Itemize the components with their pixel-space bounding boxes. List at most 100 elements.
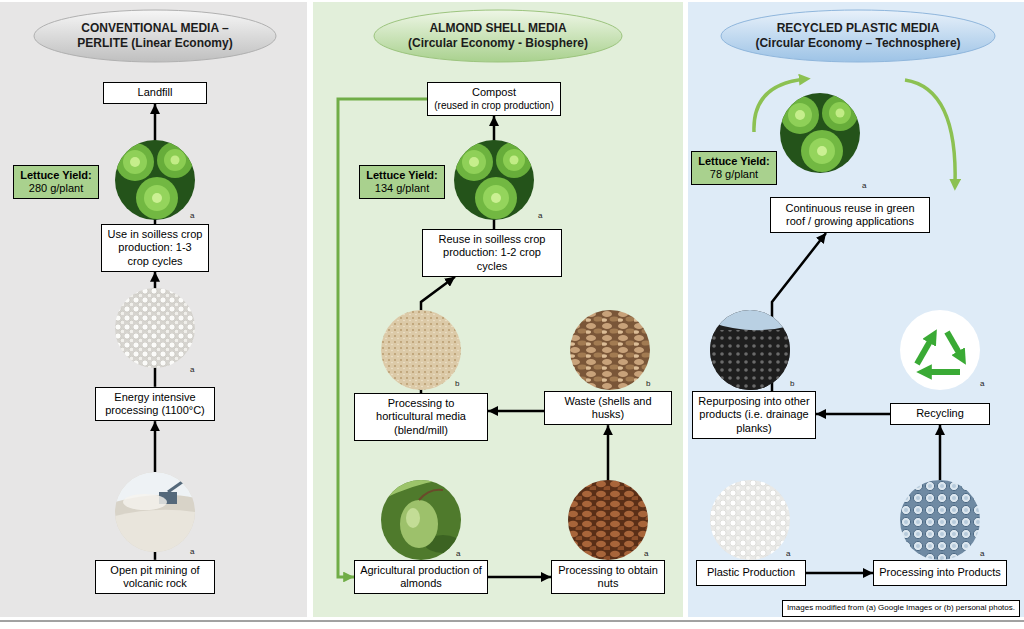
yield-value: 78 g/plant (710, 168, 758, 181)
lettuce-photo (115, 140, 195, 220)
almond-photo-part (406, 508, 420, 528)
box-text: Compost (472, 86, 516, 99)
process-box: Reuse in soilless crop production: 1-2 c… (422, 229, 562, 277)
almond-photo-part (400, 500, 438, 548)
process-box: Recycling (890, 403, 990, 425)
source-note: Images modified from (a) Google Images o… (787, 603, 1015, 613)
process-box: Processing to obtain nuts (551, 560, 665, 594)
shell-waste-photo-part (570, 310, 650, 390)
box-text: Recycling (916, 407, 964, 420)
image-source-letter: a (980, 550, 984, 558)
recycle-symbol-part (917, 336, 933, 364)
bottle-photo-part (900, 480, 980, 560)
milled-shell-photo (381, 310, 461, 390)
box-text: Processing to obtain nuts (557, 564, 659, 590)
flow-arrow (816, 413, 890, 416)
box-text: Plastic Production (707, 566, 795, 579)
perlite-photo-part (115, 288, 195, 368)
box-text: Processing into Products (879, 566, 1001, 579)
mining-photo-part (123, 494, 167, 510)
yield-value: 134 g/plant (375, 182, 429, 195)
box-text: Agricultural production of almonds (360, 564, 482, 590)
yield-box: Lettuce Yield:134 g/plant (359, 165, 445, 199)
image-source-letter: a (456, 550, 460, 558)
image-source-letter: a (786, 550, 790, 558)
media-panel: RECYCLED PLASTIC MEDIA (Circular Economy… (688, 2, 1024, 617)
drainage-plank-photo (710, 310, 790, 390)
shell-waste-photo (570, 310, 650, 390)
heading-ellipse-outline (34, 10, 276, 62)
image-source-letter: a (538, 212, 542, 220)
reuse-loop-arrow (905, 80, 955, 186)
mining-photo (115, 472, 195, 552)
bottom-rule (0, 621, 1024, 622)
source-note-box: Images modified from (a) Google Images o… (782, 600, 1020, 617)
recycle-symbol-part (924, 369, 960, 375)
yield-label: Lettuce Yield: (20, 169, 92, 182)
image-source-letter: a (644, 550, 648, 558)
lettuce-photo (780, 93, 860, 173)
process-box: Repurposing into other products (i.e. dr… (692, 391, 816, 439)
flow-arrow (488, 410, 544, 413)
process-box: Continuous reuse in green roof / growing… (770, 197, 930, 233)
recycle-symbol-part (900, 310, 980, 390)
panel-heading: ALMOND SHELL MEDIA (Circular Economy - B… (405, 21, 591, 51)
mining-photo-part (115, 472, 195, 552)
yield-box: Lettuce Yield:280 g/plant (13, 165, 99, 199)
heading-ellipse: CONVENTIONAL MEDIA – PERLITE (Linear Eco… (33, 9, 277, 63)
perlite-panel-ground (0, 2, 307, 617)
box-text: Processing to horticultural media (blend… (360, 397, 482, 437)
process-box: Agricultural production of almonds (354, 560, 488, 594)
image-source-letter: b (455, 380, 459, 388)
lettuce-photo (454, 140, 534, 220)
box-text: Open pit mining of volcanic rock (101, 564, 209, 590)
panel-heading: RECYCLED PLASTIC MEDIA (Circular Economy… (752, 21, 964, 51)
heading-ellipse-outline (374, 10, 622, 62)
box-text: Use in soilless crop production: 1-3 cro… (107, 228, 203, 268)
yield-value: 280 g/plant (29, 182, 83, 195)
image-source-letter: a (980, 380, 984, 388)
flow-arrow (806, 572, 873, 575)
process-box: Compost(reused in crop production) (427, 82, 561, 116)
process-box: Open pit mining of volcanic rock (95, 560, 215, 594)
media-panel: ALMOND SHELL MEDIA (Circular Economy - B… (313, 2, 683, 617)
box-text: Landfill (138, 86, 173, 99)
mining-photo-part (168, 480, 185, 492)
panel-heading: CONVENTIONAL MEDIA – PERLITE (Linear Eco… (65, 21, 245, 51)
nut-photo (568, 480, 648, 560)
bottle-photo (900, 480, 980, 560)
recycle-symbol-part (947, 332, 962, 358)
drainage-plank-photo-part (710, 330, 790, 390)
process-box: Processing to horticultural media (blend… (354, 393, 488, 441)
image-source-letter: b (790, 380, 794, 388)
heading-ellipse: ALMOND SHELL MEDIA (Circular Economy - B… (373, 9, 623, 63)
yield-box: Lettuce Yield:78 g/plant (691, 151, 777, 185)
perlite-photo (115, 288, 195, 368)
almond-photo-part (381, 480, 461, 560)
plastic-panel-ground (688, 2, 1024, 617)
milled-shell-photo-part (381, 310, 461, 390)
reuse-loop-arrow (754, 79, 806, 132)
heading-ellipse-outline (721, 10, 995, 62)
media-panel: CONVENTIONAL MEDIA – PERLITE (Linear Eco… (0, 2, 307, 617)
process-box: Energy intensive processing (1100°C) (95, 387, 215, 421)
drainage-plank-photo-part (710, 310, 790, 330)
image-source-letter: b (646, 380, 650, 388)
image-source-letter: a (190, 212, 194, 220)
heading-ellipse: RECYCLED PLASTIC MEDIA (Circular Economy… (720, 9, 996, 63)
drainage-plank-photo-part (710, 310, 790, 390)
box-text: Continuous reuse in green roof / growing… (776, 202, 924, 228)
recycle-symbol (900, 310, 980, 390)
process-box: Plastic Production (696, 560, 806, 586)
box-text: Repurposing into other products (i.e. dr… (698, 395, 810, 435)
yield-label: Lettuce Yield: (698, 155, 770, 168)
image-source-letter: a (190, 366, 194, 374)
image-source-letter: a (862, 182, 866, 190)
box-text: Reuse in soilless crop production: 1-2 c… (428, 233, 556, 273)
process-box: Use in soilless crop production: 1-3 cro… (101, 224, 209, 272)
mining-photo-part (115, 510, 195, 552)
process-box: Landfill (103, 82, 207, 104)
plastic-pellet-photo-part (710, 480, 790, 560)
image-source-letter: a (190, 548, 194, 556)
